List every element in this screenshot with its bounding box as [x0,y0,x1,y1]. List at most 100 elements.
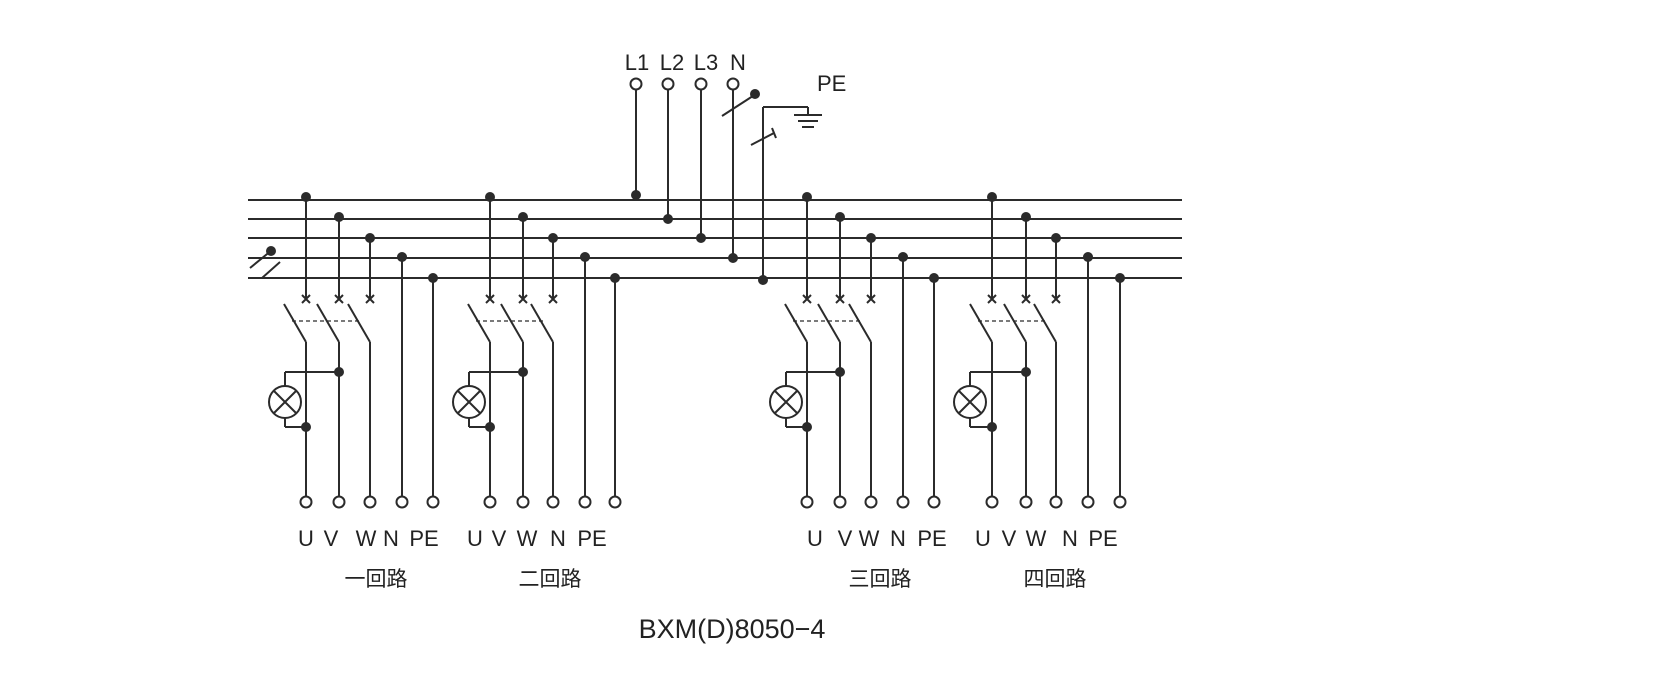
circuit-4-name: 四回路 [1024,567,1087,591]
main-switch-dot [750,89,760,99]
circuit-1-terminal-dot-v [332,495,346,509]
circuit-4-blade-w [1033,303,1057,343]
circuit-4-contact-w [1051,294,1061,304]
circuit-1-terminal-dot-pe [426,495,440,509]
circuit-3-terminal-pe: PE [917,526,946,551]
circuit-3-terminal-v: V [838,526,853,551]
circuit-3-blade-w [848,303,872,343]
supply-label-l1: L1 [625,50,649,75]
circuit-1-blade-w [347,303,371,343]
circuit-2-blade-u [467,303,491,343]
pe-switch-mark [750,132,775,146]
circuit-2-terminal-pe: PE [577,526,606,551]
circuit-2-blade-v [500,303,524,343]
circuit-1-indicator-lamp-icon [268,385,302,419]
circuit-2-terminal-dot-pe [608,495,622,509]
circuit-3-terminal-n: N [890,526,906,551]
circuit-4-tap-n [1083,252,1093,262]
circuit-2-tap-w [548,233,558,243]
circuit-2-indicator-lamp-icon [452,385,486,419]
circuit-2-tap-n [580,252,590,262]
circuit-4-terminal-dot-w [1049,495,1063,509]
circuit-1-terminal-dot-w [363,495,377,509]
circuit-1-tap-w [365,233,375,243]
circuit-4-tap-w [1051,233,1061,243]
model-name: BXM(D)8050−4 [639,614,826,644]
circuit-1-contact-u [301,294,311,304]
circuit-2-terminal-dot-n [578,495,592,509]
circuit-1-blade-u [283,303,307,343]
circuit-3-lamp-junction-v [835,367,845,377]
circuit-1-terminal-n: N [383,526,399,551]
circuit-3-tap-u [802,192,812,202]
supply-label-l2: L2 [660,50,684,75]
circuit-4-tap-v [1021,212,1031,222]
circuit-2-terminal-w: W [517,526,538,551]
supply-junction-n [728,253,738,263]
circuit-4-terminal-dot-v [1019,495,1033,509]
circuit-3-contact-v [835,294,845,304]
circuit-4-lamp-junction-u [987,422,997,432]
circuit-3-name: 三回路 [849,567,912,591]
circuit-2-terminal-v: V [492,526,507,551]
circuit-3-terminal-dot-v [833,495,847,509]
circuit-1-terminal-dot-n [395,495,409,509]
circuit-3-terminal-u: U [807,526,823,551]
circuit-2-terminal-dot-u [483,495,497,509]
pe-supply-junction [758,275,768,285]
circuit-3-terminal-dot-pe [927,495,941,509]
circuit-2-name: 二回路 [519,567,582,591]
circuit-4-tap-pe [1115,273,1125,283]
circuit-3-contact-u [802,294,812,304]
circuit-3-terminal-dot-w [864,495,878,509]
circuit-4-terminal-v: V [1002,526,1017,551]
circuit-2-lamp-junction-v [518,367,528,377]
circuit-3-tap-w [866,233,876,243]
circuit-3-tap-pe [929,273,939,283]
supply-junction-l1 [631,190,641,200]
circuit-2-terminal-n: N [550,526,566,551]
circuit-1-blade-v [316,303,340,343]
pe-label: PE [817,71,846,96]
circuit-4-tap-u [987,192,997,202]
circuit-3-blade-u [784,303,808,343]
circuit-1-tap-n [397,252,407,262]
bus-end-break-mark-2 [261,261,281,279]
circuit-3-indicator-lamp-icon [769,385,803,419]
circuit-4-blade-v [1003,303,1027,343]
circuit-4-terminal-dot-u [985,495,999,509]
circuit-2-contact-v [518,294,528,304]
pe-switch-tick [771,127,777,139]
circuit-4-terminal-u: U [975,526,991,551]
circuit-3-terminal-w: W [859,526,880,551]
circuit-2-terminal-u: U [467,526,483,551]
supply-label-n: N [730,50,746,75]
supply-terminal-n [726,77,740,91]
circuit-1-terminal-pe: PE [409,526,438,551]
main-switch-mark [721,93,757,117]
circuit-2-contact-u [485,294,495,304]
circuit-4-blade-u [969,303,993,343]
circuit-3-blade-v [817,303,841,343]
circuit-4-terminal-w: W [1026,526,1047,551]
circuit-2-contact-w [548,294,558,304]
circuit-4-lamp-junction-v [1021,367,1031,377]
circuit-1-lamp-junction-v [334,367,344,377]
circuit-1-name: 一回路 [345,567,408,591]
circuit-2-lamp-junction-u [485,422,495,432]
circuit-4-terminal-dot-pe [1113,495,1127,509]
circuit-4-contact-u [987,294,997,304]
circuit-1-contact-v [334,294,344,304]
circuit-4-terminal-n: N [1062,526,1078,551]
supply-terminal-l2 [661,77,675,91]
circuit-3-terminal-dot-u [800,495,814,509]
circuit-1-tap-pe [428,273,438,283]
circuit-2-blade-w [530,303,554,343]
circuit-4-terminal-dot-n [1081,495,1095,509]
circuit-3-tap-n [898,252,908,262]
circuit-4-terminal-pe: PE [1088,526,1117,551]
circuit-2-tap-pe [610,273,620,283]
wiring [248,77,1182,509]
supply-terminal-l3 [694,77,708,91]
circuit-1-terminal-u: U [298,526,314,551]
